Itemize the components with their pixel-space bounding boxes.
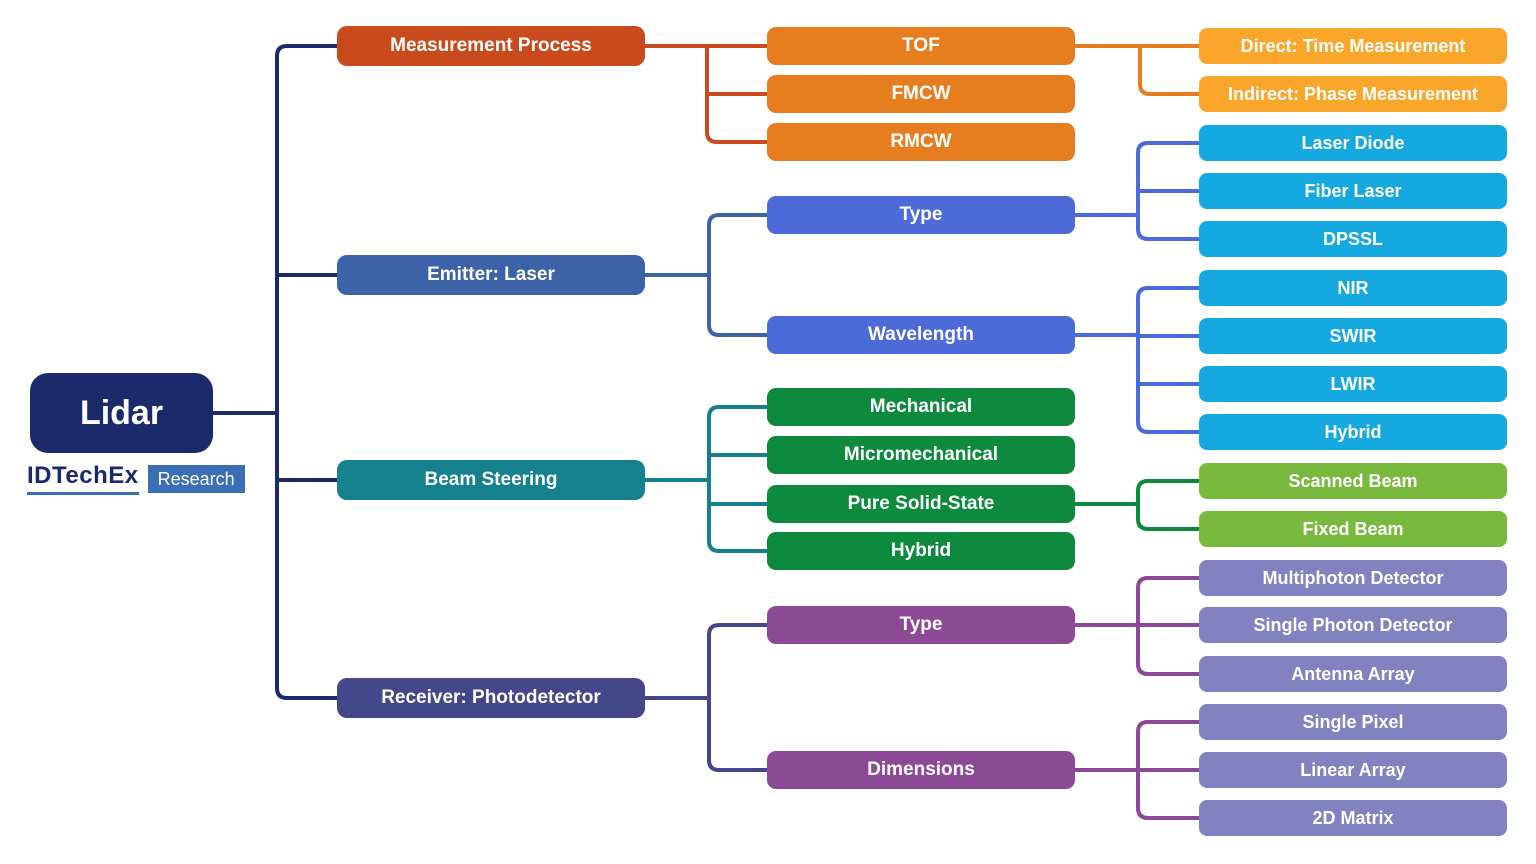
node-beam-steering-hybrid: Hybrid xyxy=(767,532,1075,570)
node-multiphoton-detector: Multiphoton Detector xyxy=(1199,560,1507,596)
node-beam-steering: Beam Steering xyxy=(337,460,645,500)
node-dpssl: DPSSL xyxy=(1199,221,1507,257)
connector-pure-solid-state xyxy=(1075,479,1199,531)
node-fiber-laser: Fiber Laser xyxy=(1199,173,1507,209)
node-fixed-beam: Fixed Beam xyxy=(1199,511,1507,547)
connector-emitter-laser xyxy=(645,213,767,337)
connector-tof xyxy=(1075,44,1199,96)
node-dimensions: Dimensions xyxy=(767,751,1075,789)
node-pure-solid-state: Pure Solid-State xyxy=(767,485,1075,523)
connector-laser-type xyxy=(1075,141,1199,241)
node-wavelength: Wavelength xyxy=(767,316,1075,354)
node-lwir: LWIR xyxy=(1199,366,1507,402)
node-single-photon-detector: Single Photon Detector xyxy=(1199,607,1507,643)
node-direct-time-measurement: Direct: Time Measurement xyxy=(1199,28,1507,64)
node-indirect-phase-measurement: Indirect: Phase Measurement xyxy=(1199,76,1507,112)
node-linear-array: Linear Array xyxy=(1199,752,1507,788)
connector-root-trunk xyxy=(213,44,337,700)
idtechex-logo-brand: IDTechEx xyxy=(27,462,139,495)
connector-wavelength xyxy=(1075,286,1199,434)
node-micromechanical: Micromechanical xyxy=(767,436,1075,474)
node-wavelength-hybrid: Hybrid xyxy=(1199,414,1507,450)
idtechex-logo: IDTechEx Research xyxy=(27,462,245,495)
node-measurement-process: Measurement Process xyxy=(337,26,645,66)
node-fmcw: FMCW xyxy=(767,75,1075,113)
node-single-pixel: Single Pixel xyxy=(1199,704,1507,740)
node-detector-type: Type xyxy=(767,606,1075,644)
connector-beam-steering xyxy=(645,405,767,553)
node-scanned-beam: Scanned Beam xyxy=(1199,463,1507,499)
node-rmcw: RMCW xyxy=(767,123,1075,161)
node-laser-diode: Laser Diode xyxy=(1199,125,1507,161)
node-2d-matrix: 2D Matrix xyxy=(1199,800,1507,836)
node-nir: NIR xyxy=(1199,270,1507,306)
connector-measurement-process xyxy=(645,44,767,144)
connector-receiver xyxy=(645,623,767,772)
connector-dimensions xyxy=(1075,720,1199,820)
node-laser-type: Type xyxy=(767,196,1075,234)
node-mechanical: Mechanical xyxy=(767,388,1075,426)
idtechex-logo-research-badge: Research xyxy=(147,464,245,493)
node-receiver-photodetector: Receiver: Photodetector xyxy=(337,678,645,718)
node-antenna-array: Antenna Array xyxy=(1199,656,1507,692)
node-lidar: Lidar xyxy=(30,373,213,453)
node-tof: TOF xyxy=(767,27,1075,65)
node-swir: SWIR xyxy=(1199,318,1507,354)
node-emitter-laser: Emitter: Laser xyxy=(337,255,645,295)
connector-detector-type xyxy=(1075,576,1199,676)
